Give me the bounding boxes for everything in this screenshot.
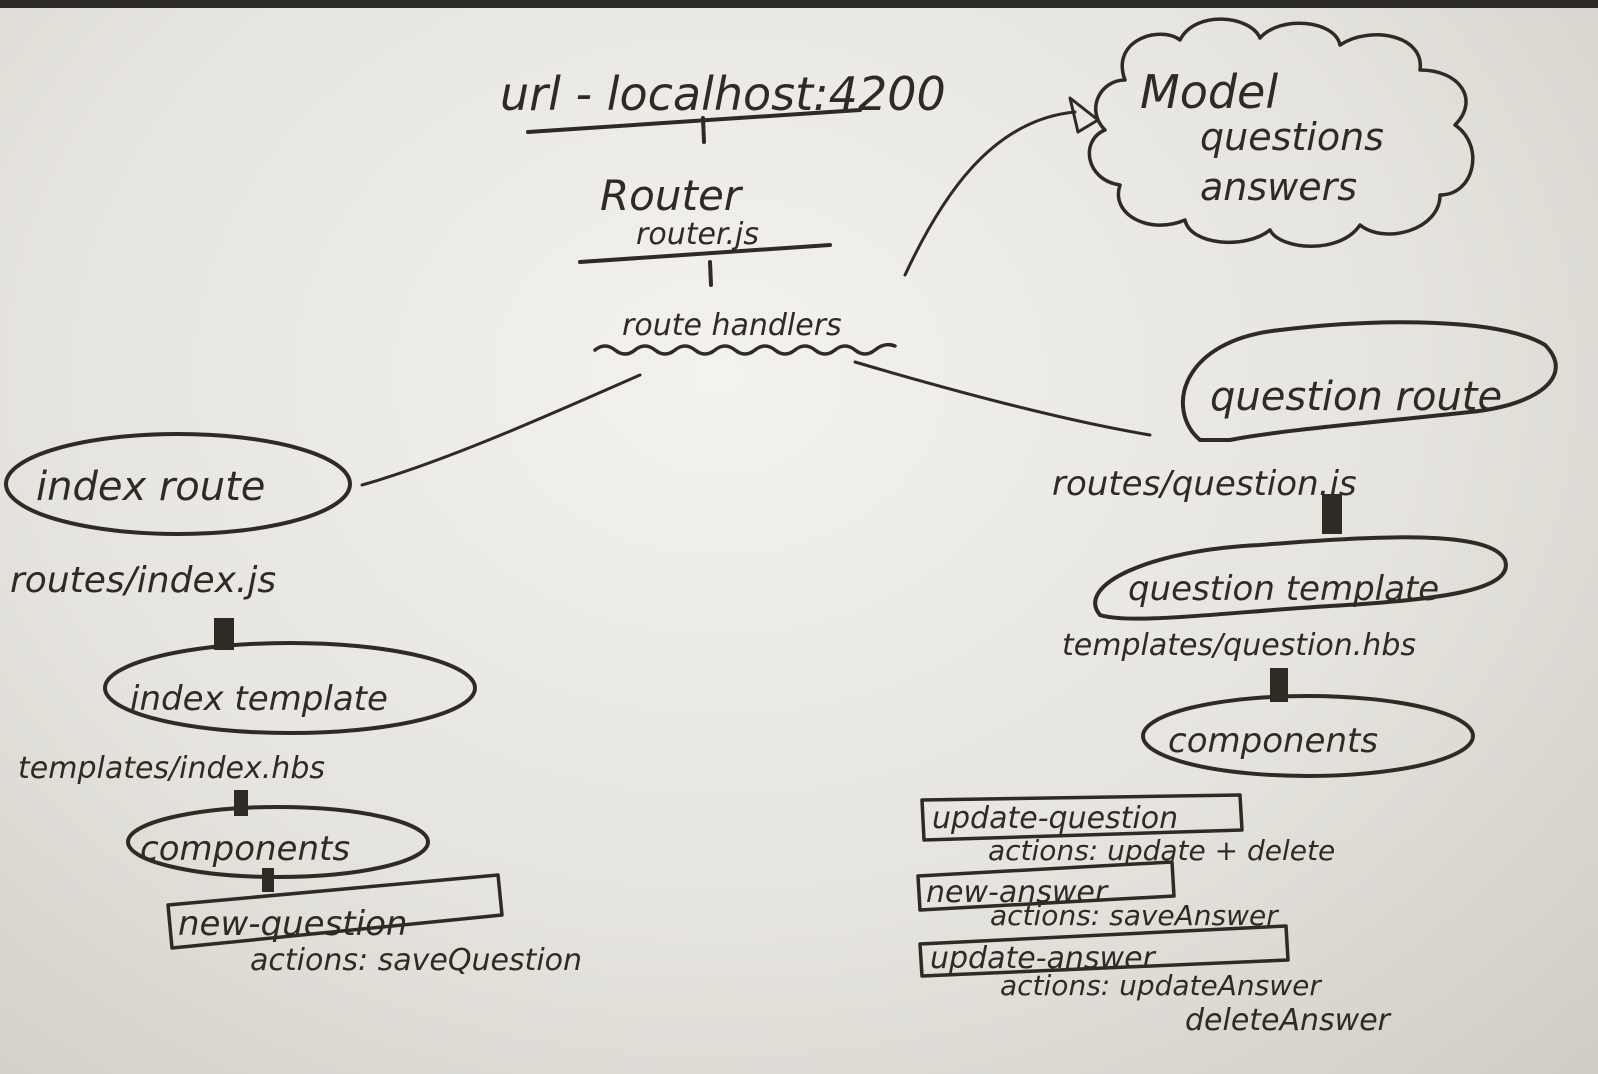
update-answer-box xyxy=(918,924,1290,978)
update-question-name: update-question xyxy=(932,801,1178,836)
handlers-model-arrow-line xyxy=(903,110,1077,277)
question-route-oval xyxy=(1180,320,1558,442)
question-template-file: templates/question.hbs xyxy=(1062,628,1416,663)
question-route-label: question route xyxy=(1210,374,1502,420)
new-question-name: new-question xyxy=(178,904,407,944)
question-template-oval xyxy=(1093,535,1508,621)
model-item-questions: questions xyxy=(1200,115,1384,159)
new-question-actions: actions: saveQuestion xyxy=(250,943,582,978)
model-cloud-shape xyxy=(1087,17,1475,248)
question-route-template-connector xyxy=(1322,494,1342,534)
model-arrowhead-icon xyxy=(1068,96,1100,134)
index-route-file: routes/index.js xyxy=(10,560,276,601)
model-title: Model xyxy=(1140,65,1278,119)
handlers-index-branch-line xyxy=(360,373,642,487)
handlers-question-branch-line xyxy=(853,360,1152,437)
route-handlers-label: route handlers xyxy=(622,308,842,343)
index-components-component-connector xyxy=(262,868,274,892)
board-top-edge xyxy=(0,0,1598,8)
question-template-label: question template xyxy=(1128,569,1439,609)
router-underline xyxy=(578,243,832,264)
index-template-label: index template xyxy=(130,679,388,719)
router-file-label: router.js xyxy=(636,217,759,252)
url-router-connector xyxy=(701,116,706,144)
router-handlers-connector xyxy=(708,260,713,287)
new-question-box xyxy=(166,873,504,950)
index-route-template-connector xyxy=(214,618,234,650)
index-template-oval xyxy=(103,641,477,735)
new-answer-box xyxy=(916,860,1176,912)
index-components-oval xyxy=(126,805,430,879)
update-answer-name: update-answer xyxy=(930,941,1157,976)
index-route-oval xyxy=(4,432,352,536)
new-answer-name: new-answer xyxy=(926,875,1109,910)
question-template-components-connector xyxy=(1270,668,1288,702)
url-underline xyxy=(526,108,862,134)
question-route-file: routes/question.js xyxy=(1052,464,1357,504)
update-answer-actions: actions: updateAnswer xyxy=(1000,969,1322,1002)
question-components-oval xyxy=(1141,694,1475,778)
route-handlers-wavy-underline xyxy=(593,342,897,356)
model-item-answers: answers xyxy=(1200,165,1357,209)
index-route-label: index route xyxy=(36,464,265,510)
index-template-file: templates/index.hbs xyxy=(18,751,325,786)
index-components-label: components xyxy=(140,829,350,869)
new-answer-actions: actions: saveAnswer xyxy=(990,899,1279,932)
router-label: Router xyxy=(600,171,744,220)
question-components-label: components xyxy=(1168,721,1378,761)
index-template-components-connector xyxy=(234,790,248,816)
update-question-box xyxy=(920,793,1244,842)
url-label: url - localhost:4200 xyxy=(500,67,946,121)
update-answer-actions-extra: deleteAnswer xyxy=(1185,1003,1392,1038)
